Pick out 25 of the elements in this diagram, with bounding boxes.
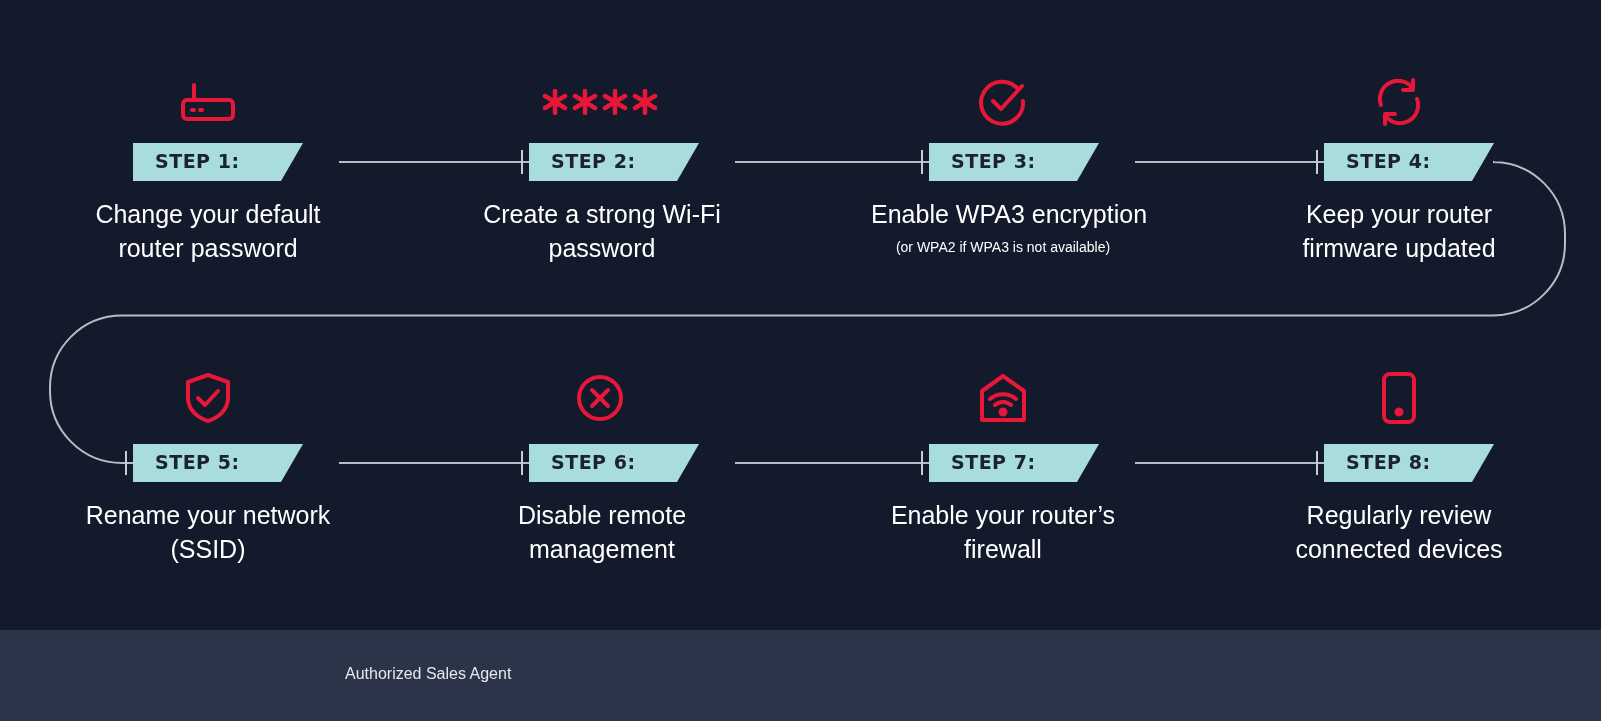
step-description: Rename your network (SSID) (84, 500, 332, 565)
connector-line (1134, 451, 1325, 475)
step-number: STEP 4: (1346, 150, 1431, 172)
step-description: Enable WPA3 encryption (870, 199, 1149, 230)
step-description: Enable your router’s firewall (889, 500, 1117, 565)
step-description: Disable remote management (516, 500, 688, 565)
connector-line (338, 150, 530, 174)
step-number: STEP 6: (551, 451, 636, 473)
step-number: STEP 2: (551, 150, 636, 172)
step-number: STEP 7: (951, 451, 1036, 473)
footer-text: Authorized Sales Agent (345, 665, 512, 683)
step-description: Create a strong Wi-Fi password (482, 199, 722, 264)
step-number: STEP 1: (155, 150, 240, 172)
step-note: (or WPA2 if WPA3 is not available) (894, 239, 1112, 255)
step-number: STEP 3: (951, 150, 1036, 172)
connector-line (734, 451, 930, 475)
connector-line (734, 150, 930, 174)
step-description: Regularly review connected devices (1294, 500, 1504, 565)
connector-line (1134, 150, 1325, 174)
step-description: Change your default router password (94, 199, 322, 264)
connector-line (338, 451, 530, 475)
connector-line (49, 161, 1566, 475)
step-number: STEP 5: (155, 451, 240, 473)
step-number: STEP 8: (1346, 451, 1431, 473)
step-description: Keep your router firmware updated (1301, 199, 1497, 264)
